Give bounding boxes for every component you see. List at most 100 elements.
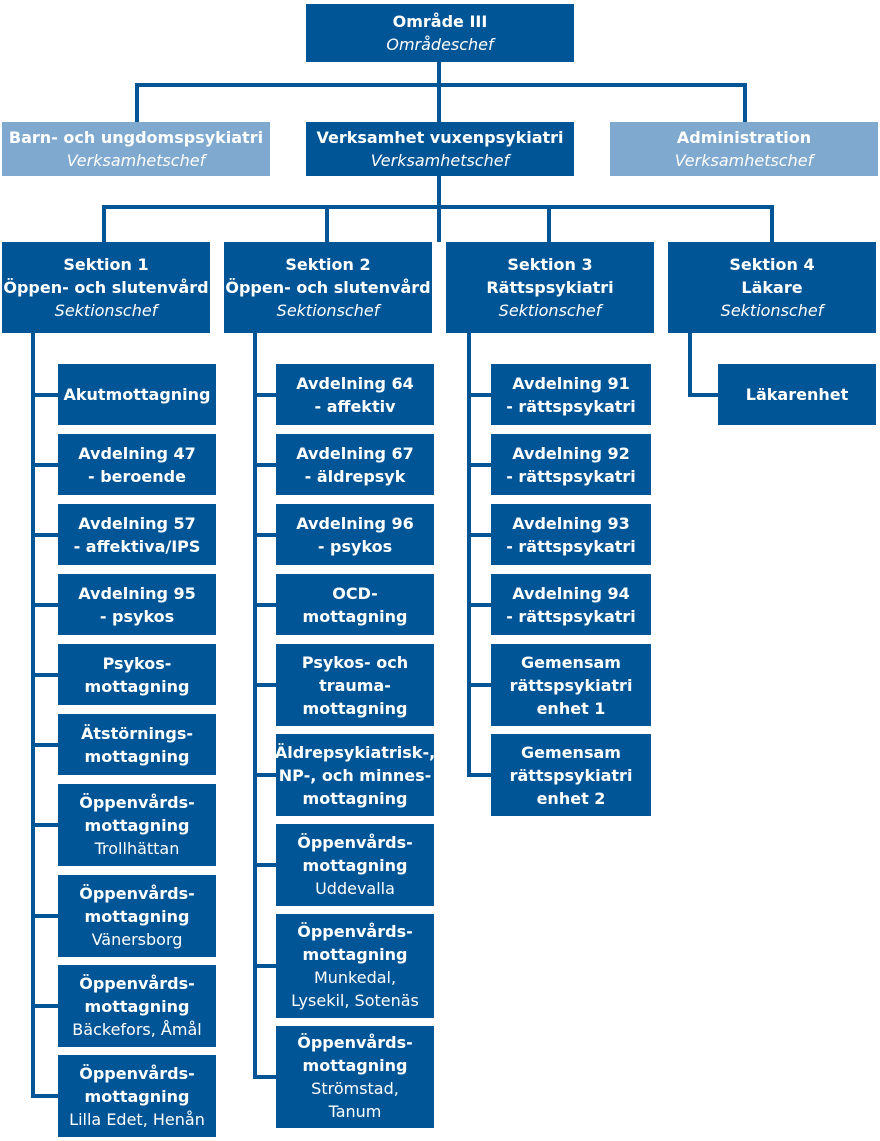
unit-s3-5-line1: Gemensam [521, 742, 621, 762]
section-4-box: Sektion 4 Läkare Sektionschef [668, 242, 876, 333]
section-3-box: Sektion 3 Rättspsykiatri Sektionschef [446, 242, 654, 333]
omrade-title: Område III [392, 12, 488, 31]
unit-s2-4: Psykos- och trauma- mottagning [276, 644, 434, 726]
connector-sections-bar [102, 205, 774, 209]
connector-vuxen-stem [437, 176, 441, 242]
unit-s3-5-line2: rättspsykiatri [509, 765, 633, 785]
unit-s1-9: Öppenvårds- mottagning Lilla Edet, Henån [58, 1055, 216, 1137]
unit-s3-4-line3: enhet 1 [536, 698, 606, 718]
unit-s2-5-line2: NP-, och minnes- [278, 765, 432, 785]
unit-s2-0-line2: - affektiv [314, 396, 396, 416]
admin-role: Verksamhetschef [674, 151, 814, 170]
connector-s1-branch-3 [31, 603, 58, 607]
section-3-label: Sektion 3 [507, 255, 593, 274]
omrade-iii-box: Område III Områdeschef [306, 4, 574, 62]
unit-s2-5-line3: mottagning [302, 788, 408, 808]
connector-section4-drop [770, 205, 774, 242]
unit-s3-5: Gemensam rättspsykiatri enhet 2 [491, 734, 651, 816]
section-1-subtitle: Öppen- och slutenvård [3, 278, 209, 297]
unit-s1-7-line2: mottagning [84, 906, 190, 926]
omrade-role: Områdeschef [386, 35, 494, 54]
unit-s2-6-line2: mottagning [302, 855, 408, 875]
unit-s1-8: Öppenvårds- mottagning Bäckefors, Åmål [58, 965, 216, 1047]
connector-s4-branch-0 [688, 393, 718, 397]
unit-s1-9-location: Lilla Edet, Henån [69, 1109, 205, 1129]
section-3-role: Sektionschef [498, 301, 602, 320]
unit-s1-9-line2: mottagning [84, 1086, 190, 1106]
unit-s2-2: Avdelning 96 - psykos [276, 504, 434, 565]
connector-s2-branch-2 [253, 533, 276, 537]
unit-s1-8-location: Bäckefors, Åmål [72, 1019, 202, 1039]
connector-s2-branch-7 [253, 964, 276, 968]
connector-level2-left-drop [135, 83, 139, 122]
unit-s2-4-line1: Psykos- och [301, 652, 409, 672]
unit-s2-8-line1: Öppenvårds- [297, 1033, 413, 1052]
unit-s2-7-location-2: Lysekil, Sotenäs [291, 991, 419, 1010]
unit-s1-6: Öppenvårds- mottagning Trollhättan [58, 784, 216, 866]
unit-s1-7-location: Vänersborg [91, 929, 183, 949]
connector-level2-bar [135, 83, 747, 87]
connector-s2-spine [253, 333, 257, 1078]
unit-s2-7-line1: Öppenvårds- [297, 922, 413, 941]
unit-s3-2-line1: Avdelning 93 [512, 513, 630, 533]
connector-s1-branch-2 [31, 533, 58, 537]
unit-s1-7: Öppenvårds- mottagning Vänersborg [58, 875, 216, 957]
connector-s4-spine [688, 333, 692, 395]
unit-s1-4-line2: mottagning [84, 676, 190, 696]
section-2-role: Sektionschef [276, 301, 380, 320]
connector-s1-branch-7 [31, 914, 58, 918]
administration-box: Administration Verksamhetschef [610, 122, 878, 176]
unit-s2-7-location-1: Munkedal, [313, 968, 397, 987]
unit-s2-8-location-1: Strömstad, [311, 1079, 399, 1098]
connector-s1-branch-5 [31, 743, 58, 747]
barn-title: Barn- och ungdomspsykiatri [8, 128, 264, 147]
unit-s3-0-line1: Avdelning 91 [512, 373, 630, 393]
connector-section2-drop [325, 205, 329, 242]
unit-s2-6-location: Uddevalla [315, 878, 395, 898]
barn-ungdomspsykiatri-box: Barn- och ungdomspsykiatri Verksamhetsch… [2, 122, 270, 176]
vuxen-title: Verksamhet vuxenpsykiatri [316, 128, 564, 147]
unit-s2-8-line2: mottagning [302, 1056, 408, 1075]
section-2-box: Sektion 2 Öppen- och slutenvård Sektions… [224, 242, 432, 333]
connector-s1-branch-6 [31, 823, 58, 827]
connector-s2-branch-1 [253, 463, 276, 467]
unit-s2-8: Öppenvårds- mottagning Strömstad, Tanum [276, 1026, 434, 1128]
unit-s3-3-line2: - rättspsykatri [506, 606, 636, 626]
unit-s2-2-line1: Avdelning 96 [296, 513, 414, 533]
unit-s1-0: Akutmottagning [58, 364, 216, 425]
section-2-subtitle: Öppen- och slutenvård [225, 278, 431, 297]
connector-section3-drop [547, 205, 551, 242]
admin-title: Administration [676, 128, 812, 147]
section-4-subtitle: Läkare [741, 278, 803, 297]
section-1-box: Sektion 1 Öppen- och slutenvård Sektions… [2, 242, 210, 333]
section-3-subtitle: Rättspsykiatri [486, 278, 614, 297]
connector-s1-branch-8 [31, 1004, 58, 1008]
unit-s1-3-line1: Avdelning 95 [78, 583, 196, 603]
unit-s2-4-line3: mottagning [302, 698, 408, 718]
connector-top-stem [437, 62, 441, 122]
unit-s2-5-line1: Äldrepsykiatrisk-, [274, 742, 436, 762]
unit-s1-0-line1: Akutmottagning [63, 385, 211, 404]
unit-s2-1-line1: Avdelning 67 [296, 443, 414, 463]
connector-s1-branch-4 [31, 673, 58, 677]
unit-s3-0: Avdelning 91 - rättspsykatri [491, 364, 651, 425]
connector-s3-branch-0 [467, 393, 491, 397]
unit-s2-7: Öppenvårds- mottagning Munkedal, Lysekil… [276, 914, 434, 1018]
unit-s1-2: Avdelning 57 - affektiva/IPS [58, 504, 216, 565]
unit-s1-6-line1: Öppenvårds- [79, 792, 195, 812]
unit-s2-3-line1: OCD- [332, 583, 378, 603]
connector-s2-branch-3 [253, 603, 276, 607]
unit-s1-5: Ätstörnings- mottagning [58, 714, 216, 775]
unit-s1-6-location: Trollhättan [94, 838, 180, 858]
unit-s1-2-line1: Avdelning 57 [78, 513, 196, 533]
unit-s4-0-line1: Läkarenhet [745, 385, 849, 404]
connector-s3-branch-3 [467, 603, 491, 607]
unit-s1-8-line1: Öppenvårds- [79, 973, 195, 993]
unit-s1-3-line2: - psykos [99, 606, 175, 626]
connector-s2-branch-4 [253, 683, 276, 687]
unit-s3-3-line1: Avdelning 94 [512, 583, 630, 603]
verksamhet-vuxenpsykiatri-box: Verksamhet vuxenpsykiatri Verksamhetsche… [306, 122, 574, 176]
unit-s4-0: Läkarenhet [718, 364, 876, 425]
connector-s2-branch-8 [253, 1075, 276, 1079]
unit-s3-0-line2: - rättspsykatri [506, 396, 636, 416]
